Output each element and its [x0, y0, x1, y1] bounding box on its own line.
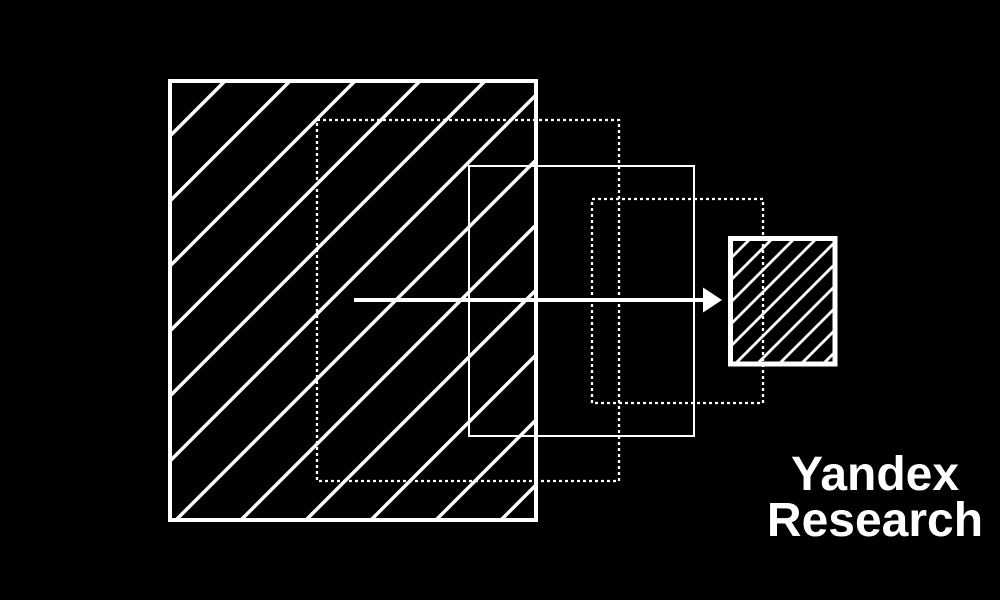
- small-hatched-rectangle: [728, 236, 838, 367]
- logo-line-yandex: Yandex: [790, 448, 960, 501]
- logo-line-research: Research: [766, 494, 984, 547]
- right-arrow-head-icon: [703, 287, 722, 313]
- yandex-research-logo: Yandex Research: [745, 448, 1000, 547]
